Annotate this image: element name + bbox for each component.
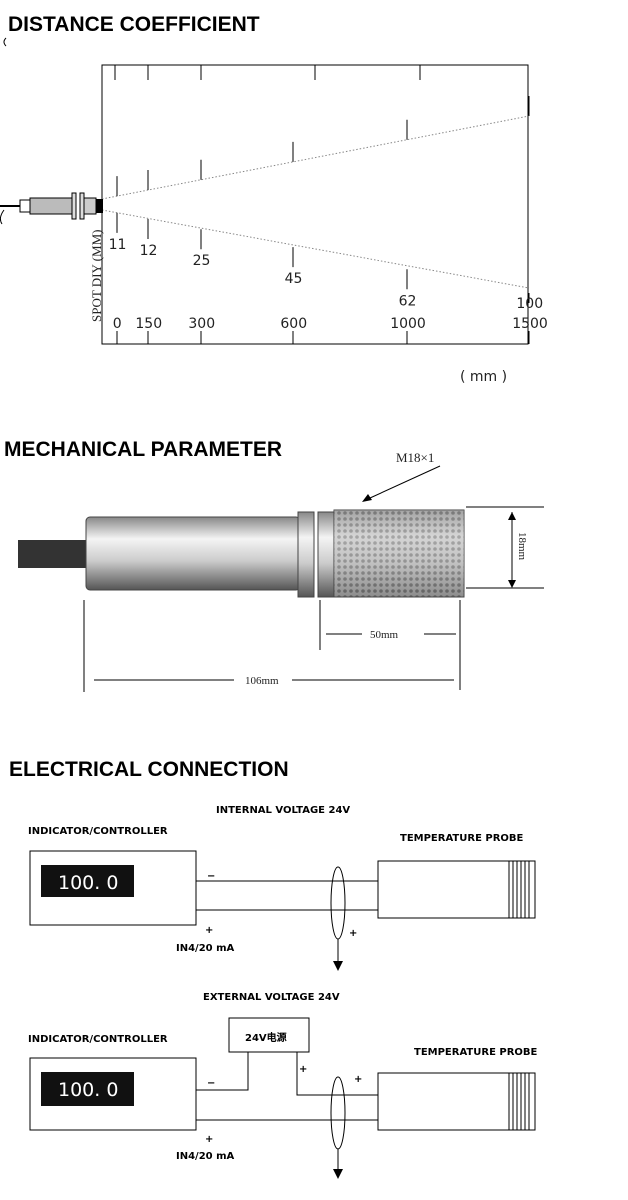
chart-frame <box>101 64 529 345</box>
x-tick-label: 600 <box>280 316 307 332</box>
plus-power-label: + <box>299 1064 307 1075</box>
cable <box>18 540 88 568</box>
mechanical-drawing: M18×1 18mm 50mm 106mm <box>18 450 544 692</box>
controller-box <box>29 850 197 926</box>
power-supply-label: 24V电源 <box>245 1031 287 1044</box>
dimension-arrows <box>508 512 516 588</box>
x-tick-label: 300 <box>188 316 215 332</box>
x-tick-label: 1000 <box>390 316 426 332</box>
display <box>41 1072 134 1106</box>
plus-probe-label: + <box>349 928 357 939</box>
section-title-mechanical: MECHANICAL PARAMETER <box>4 438 282 461</box>
minus-label: − <box>207 1078 215 1089</box>
controller-label: INDICATOR/CONTROLLER <box>28 826 168 837</box>
section-title-distance: DISTANCE COEFFICIENT <box>8 13 260 36</box>
external-title: EXTERNAL VOLTAGE 24V <box>203 992 340 1003</box>
total-length-label: 106mm <box>245 675 279 687</box>
shield-icon <box>330 1076 346 1150</box>
spot-label: 62 <box>399 293 417 309</box>
spot-label: 11 <box>109 237 127 253</box>
plus-probe-label: + <box>354 1074 362 1085</box>
nut <box>297 511 315 598</box>
arrow-icon <box>362 494 372 502</box>
plus-label: + <box>205 1134 213 1145</box>
spot-label: 100 <box>516 296 543 312</box>
spot-label: 12 <box>140 243 158 259</box>
probe-body <box>85 516 301 591</box>
input-label: IN4/20 mA <box>176 1151 235 1162</box>
display-value: 100. 0 <box>58 1079 118 1101</box>
wires <box>196 1052 378 1121</box>
wires <box>196 880 378 911</box>
internal-title: INTERNAL VOLTAGE 24V <box>216 805 350 816</box>
spot-label: 25 <box>193 253 211 269</box>
sensor-icon <box>0 192 103 225</box>
diameter-label: 18mm <box>516 532 528 561</box>
leader-line <box>369 465 441 499</box>
internal-voltage-diagram: INTERNAL VOLTAGE 24V INDICATOR/CONTROLLE… <box>28 805 536 971</box>
spot-label: 45 <box>285 271 303 287</box>
x-tick-label: 1500 <box>512 316 548 332</box>
y-axis-label: SPOT DIY (MM) <box>89 230 104 322</box>
section-title-electrical: ELECTRICAL CONNECTION <box>9 758 289 781</box>
x-axis-unit: ( mm ) <box>460 369 507 385</box>
controller-label: INDICATOR/CONTROLLER <box>28 1034 168 1045</box>
x-tick-label: 0 <box>113 316 122 332</box>
probe-box <box>377 1072 536 1131</box>
display-value: 100. 0 <box>58 872 118 894</box>
spot-lower-line <box>101 209 530 289</box>
x-tick-label: 150 <box>135 316 162 332</box>
controller-box <box>29 1057 197 1131</box>
spot-upper-line <box>101 115 530 200</box>
plus-label: + <box>205 925 213 936</box>
shield-icon <box>330 866 346 940</box>
thread-label: M18×1 <box>396 450 434 465</box>
input-label: IN4/20 mA <box>176 943 235 954</box>
nut <box>317 511 335 598</box>
probe-box <box>377 860 536 919</box>
display <box>41 865 134 897</box>
ground-arrow-icon <box>333 1169 343 1179</box>
probe-label: TEMPERATURE PROBE <box>414 1047 538 1058</box>
thread-length-label: 50mm <box>370 629 399 641</box>
distance-chart: 11 0 12 150 25 300 45 600 62 1000 100 1500 SPOT DIY… <box>0 64 548 385</box>
external-voltage-diagram: EXTERNAL VOLTAGE 24V INDICATOR/CONTROLLE… <box>28 992 538 1179</box>
probe-label: TEMPERATURE PROBE <box>400 833 524 844</box>
cable-fragment <box>3 37 7 47</box>
ground-arrow-icon <box>333 961 343 971</box>
power-supply-box <box>228 1017 310 1053</box>
minus-label: − <box>207 871 215 882</box>
